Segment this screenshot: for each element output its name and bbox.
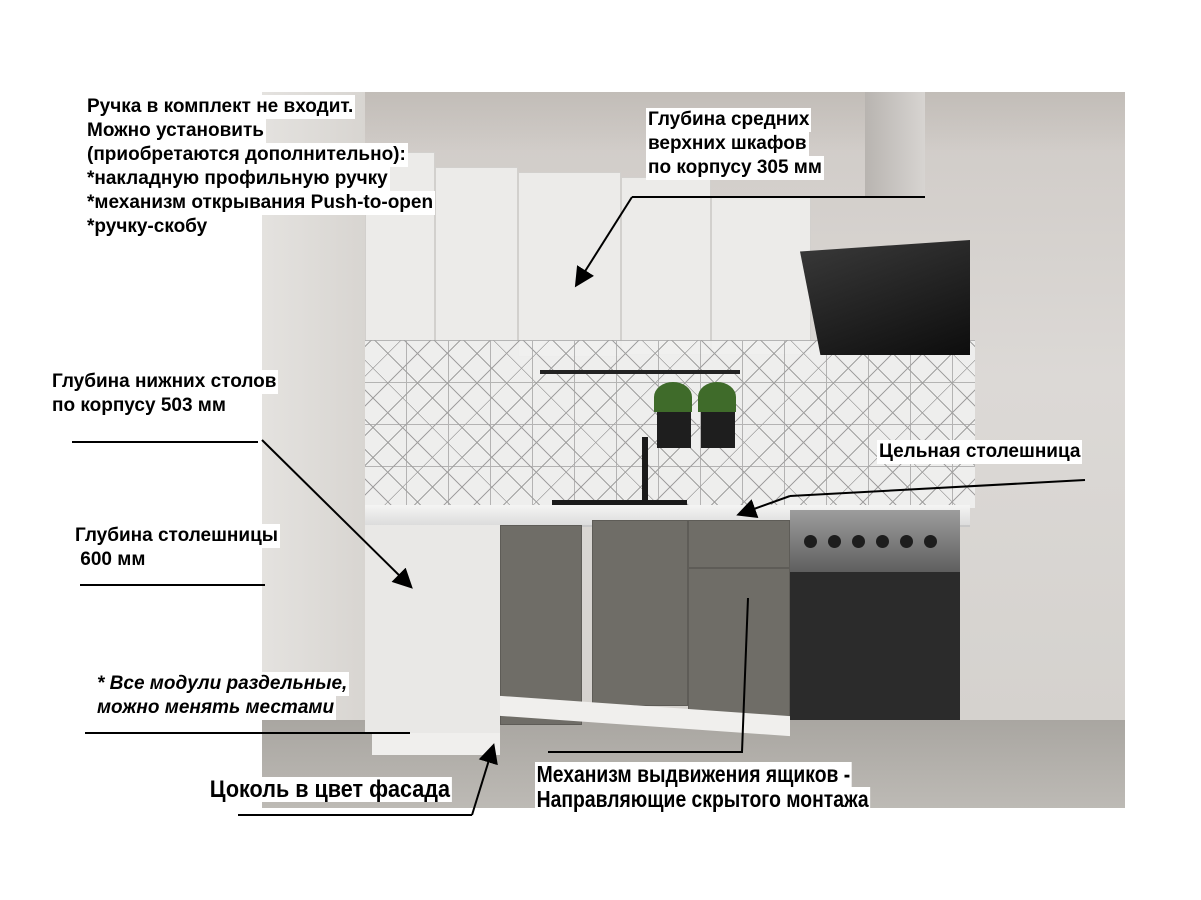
label-line: 600 мм <box>73 548 148 572</box>
plinth-label: Цоколь в цвет фасада <box>208 777 479 802</box>
label-line: верхних шкафов <box>646 132 809 156</box>
herb-plant <box>654 382 692 412</box>
upper-depth-label: Глубина средних верхних шкафов по корпус… <box>646 108 824 180</box>
drawer-mechanism-label: Механизм выдвижения ящиков - Направляющи… <box>535 762 934 812</box>
stove-knob <box>876 535 889 548</box>
range-hood <box>800 240 970 355</box>
plant-pot <box>701 412 735 448</box>
label-line: Цоколь в цвет фасада <box>208 776 452 803</box>
countertop-depth-label: Глубина столешницы 600 мм <box>73 524 280 572</box>
sink <box>552 500 687 505</box>
hood-chimney <box>865 92 925 197</box>
solid-countertop-label: Цельная столешница <box>877 440 1083 464</box>
base-cabinet-side <box>365 525 500 733</box>
modules-note: * Все модули раздельные, можно менять ме… <box>95 672 350 720</box>
note-line: *накладную профильную ручку <box>85 167 390 191</box>
stove-knob <box>804 535 817 548</box>
label-line: можно менять местами <box>95 696 337 720</box>
label-line: по корпусу 305 мм <box>646 156 824 180</box>
note-line: (приобретаются дополнительно): <box>85 143 408 167</box>
herb-plant <box>698 382 736 412</box>
base-cabinet-door <box>500 525 582 725</box>
stove-knob <box>900 535 913 548</box>
lower-depth-label: Глубина нижних столов по корпусу 503 мм <box>50 370 279 418</box>
stove-knob <box>924 535 937 548</box>
upper-cabinet <box>711 197 811 355</box>
upper-cabinet <box>435 167 518 342</box>
label-line: * Все модули раздельные, <box>95 672 350 696</box>
faucet <box>642 437 648 502</box>
note-line: Ручка в комплект не входит. <box>85 95 356 119</box>
label-line: Глубина нижних столов <box>50 370 279 394</box>
plant-pot <box>657 412 691 448</box>
base-cabinet-door <box>592 520 688 706</box>
plinth <box>372 733 500 755</box>
upper-cabinet <box>518 172 621 357</box>
label-line: по корпусу 503 мм <box>50 394 228 418</box>
label-line: Глубина средних <box>646 108 812 132</box>
drawer-front <box>688 520 790 568</box>
note-line: Можно установить <box>85 119 266 143</box>
note-line: *ручку-скобу <box>85 215 210 239</box>
label-line: Цельная столешница <box>877 440 1083 464</box>
handle-note: Ручка в комплект не входит. Можно устано… <box>85 95 436 239</box>
note-line: *механизм открывания Push-to-open <box>85 191 436 215</box>
base-cabinet-door <box>688 568 790 718</box>
stove-knob <box>828 535 841 548</box>
label-line: Направляющие скрытого монтажа <box>535 786 871 812</box>
kitchen-photo <box>262 92 1125 808</box>
label-line: Механизм выдвижения ящиков - <box>535 761 852 787</box>
stove-knob <box>852 535 865 548</box>
label-line: Глубина столешницы <box>73 524 280 548</box>
upper-cabinet <box>621 177 711 355</box>
kitchen-rail <box>540 370 740 374</box>
